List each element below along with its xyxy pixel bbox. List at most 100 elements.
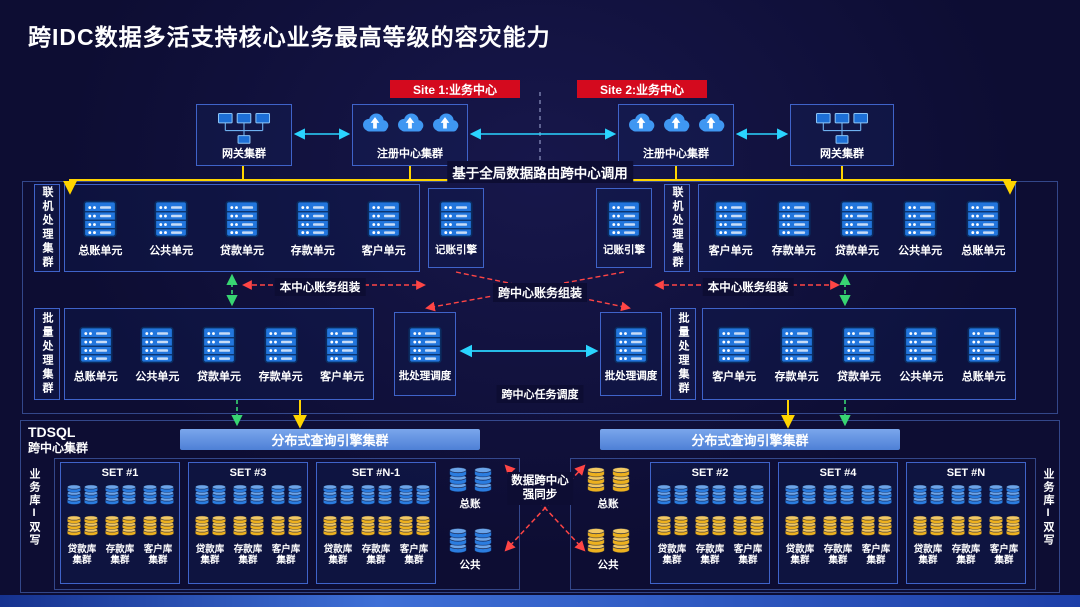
database-icon xyxy=(711,512,727,540)
gateway-cluster-left: 网关集群 xyxy=(196,104,292,166)
db-cluster-label: 客户库集群 xyxy=(271,544,301,567)
ledger-label: 总账 xyxy=(597,498,619,510)
database-icon xyxy=(415,512,431,540)
database-icon xyxy=(988,481,1004,509)
primary-db-icons xyxy=(988,481,1021,509)
db-cluster-label: 客户库集群 xyxy=(143,544,173,567)
set-box-n: SET #N 贷款库集群 xyxy=(906,462,1026,584)
batch-unit: 总账单元 xyxy=(962,326,1006,384)
primary-db-icons xyxy=(194,481,227,509)
db-column: 存款库集群 xyxy=(694,481,727,567)
database-icon xyxy=(398,481,414,509)
tdsql-label-line1: TDSQL xyxy=(28,424,76,440)
online-left-group-label: 联机处理集群 xyxy=(41,186,53,270)
ledger-group-right-zz: 总账 xyxy=(576,466,640,511)
standby-db-icons xyxy=(270,512,303,540)
ledger-group-left-gg: 公共 xyxy=(438,527,502,572)
database-icon xyxy=(232,481,248,509)
database-icon xyxy=(66,512,82,540)
dual-write-right-label: 业务库I双写 xyxy=(1042,468,1054,547)
gateway-network-icon xyxy=(809,111,875,145)
ledger-label: 公共 xyxy=(459,559,481,571)
online-unit: 总账单元 xyxy=(78,200,122,258)
query-engine-bar-right: 分布式查询引擎集群 xyxy=(600,429,900,450)
set-columns: 贷款库集群 存款库集群 xyxy=(909,481,1023,567)
ledger-db-icons xyxy=(586,527,631,555)
registry-left-label: 注册中心集群 xyxy=(377,148,443,160)
set-box-4: SET #4 贷款库集群 xyxy=(778,462,898,584)
db-column: 存款库集群 xyxy=(232,481,265,567)
unit-label: 总账单元 xyxy=(961,371,1006,383)
database-icon xyxy=(66,481,82,509)
registry-cluster-right: 注册中心集群 xyxy=(618,104,734,166)
database-icon xyxy=(929,481,945,509)
database-icon xyxy=(694,481,710,509)
db-column: 贷款库集群 xyxy=(912,481,945,567)
db-column: 客户库集群 xyxy=(860,481,893,567)
server-icon xyxy=(717,326,751,364)
server-icon xyxy=(83,200,117,238)
unit-label: 总账单元 xyxy=(73,371,118,383)
db-cluster-label: 存款库集群 xyxy=(361,544,391,567)
db-column: 存款库集群 xyxy=(360,481,393,567)
database-icon xyxy=(656,481,672,509)
unit-label: 公共单元 xyxy=(135,371,180,383)
database-icon xyxy=(656,512,672,540)
server-icon xyxy=(154,200,188,238)
server-icon xyxy=(439,200,473,238)
standby-db-icons xyxy=(398,512,431,540)
ledger-group-right-gg: 公共 xyxy=(576,527,640,572)
server-icon xyxy=(966,200,1000,238)
db-cluster-label: 存款库集群 xyxy=(823,544,853,567)
database-icon xyxy=(322,512,338,540)
primary-db-icons xyxy=(784,481,817,509)
db-cluster-label: 客户库集群 xyxy=(861,544,891,567)
online-unit: 公共单元 xyxy=(149,200,193,258)
unit-label: 客户单元 xyxy=(320,371,365,383)
db-column: 存款库集群 xyxy=(104,481,137,567)
db-column: 客户库集群 xyxy=(142,481,175,567)
db-column: 贷款库集群 xyxy=(66,481,99,567)
database-icon xyxy=(104,512,120,540)
batch-right-group: 批量处理集群 xyxy=(670,308,696,400)
unit-label: 公共单元 xyxy=(149,245,194,257)
unit-label: 存款单元 xyxy=(258,371,303,383)
database-icon xyxy=(211,512,227,540)
database-icon xyxy=(860,481,876,509)
online-right-engine: 记账引擎 xyxy=(596,188,652,268)
cloud-icons xyxy=(359,111,461,136)
database-icon xyxy=(912,512,928,540)
unit-label: 公共单元 xyxy=(898,245,943,257)
primary-db-icons xyxy=(732,481,765,509)
database-icon xyxy=(194,481,210,509)
standby-db-icons xyxy=(142,512,175,540)
database-icon xyxy=(673,512,689,540)
db-column: 贷款库集群 xyxy=(322,481,355,567)
sync-label-line1: 数据跨中心 xyxy=(511,475,569,487)
database-icon xyxy=(249,512,265,540)
unit-label: 贷款单元 xyxy=(196,371,241,383)
unit-label: 总账单元 xyxy=(78,245,123,257)
primary-db-icons xyxy=(360,481,393,509)
db-cluster-label: 存款库集群 xyxy=(695,544,725,567)
database-icon xyxy=(415,481,431,509)
db-cluster-label: 存款库集群 xyxy=(105,544,135,567)
registry-cluster-left: 注册中心集群 xyxy=(352,104,468,166)
database-icon xyxy=(142,512,158,540)
unit-label: 公共单元 xyxy=(899,371,944,383)
online-unit: 客户单元 xyxy=(362,200,406,258)
cloud-upload-icon xyxy=(625,111,657,136)
set-box-n1: SET #N-1 贷款库集群 xyxy=(316,462,436,584)
primary-db-icons xyxy=(950,481,983,509)
server-icon xyxy=(840,200,874,238)
database-icon xyxy=(473,527,493,555)
ledger-db-icons xyxy=(448,466,493,494)
global-routing-label: 基于全局数据路由跨中心调用 xyxy=(447,161,633,183)
standby-db-icons xyxy=(784,512,817,540)
database-icon xyxy=(194,512,210,540)
database-icon xyxy=(398,512,414,540)
engine-label: 记账引擎 xyxy=(435,243,477,256)
server-icon xyxy=(325,326,359,364)
database-icon xyxy=(1005,512,1021,540)
query-engine-bar-left: 分布式查询引擎集群 xyxy=(180,429,480,450)
